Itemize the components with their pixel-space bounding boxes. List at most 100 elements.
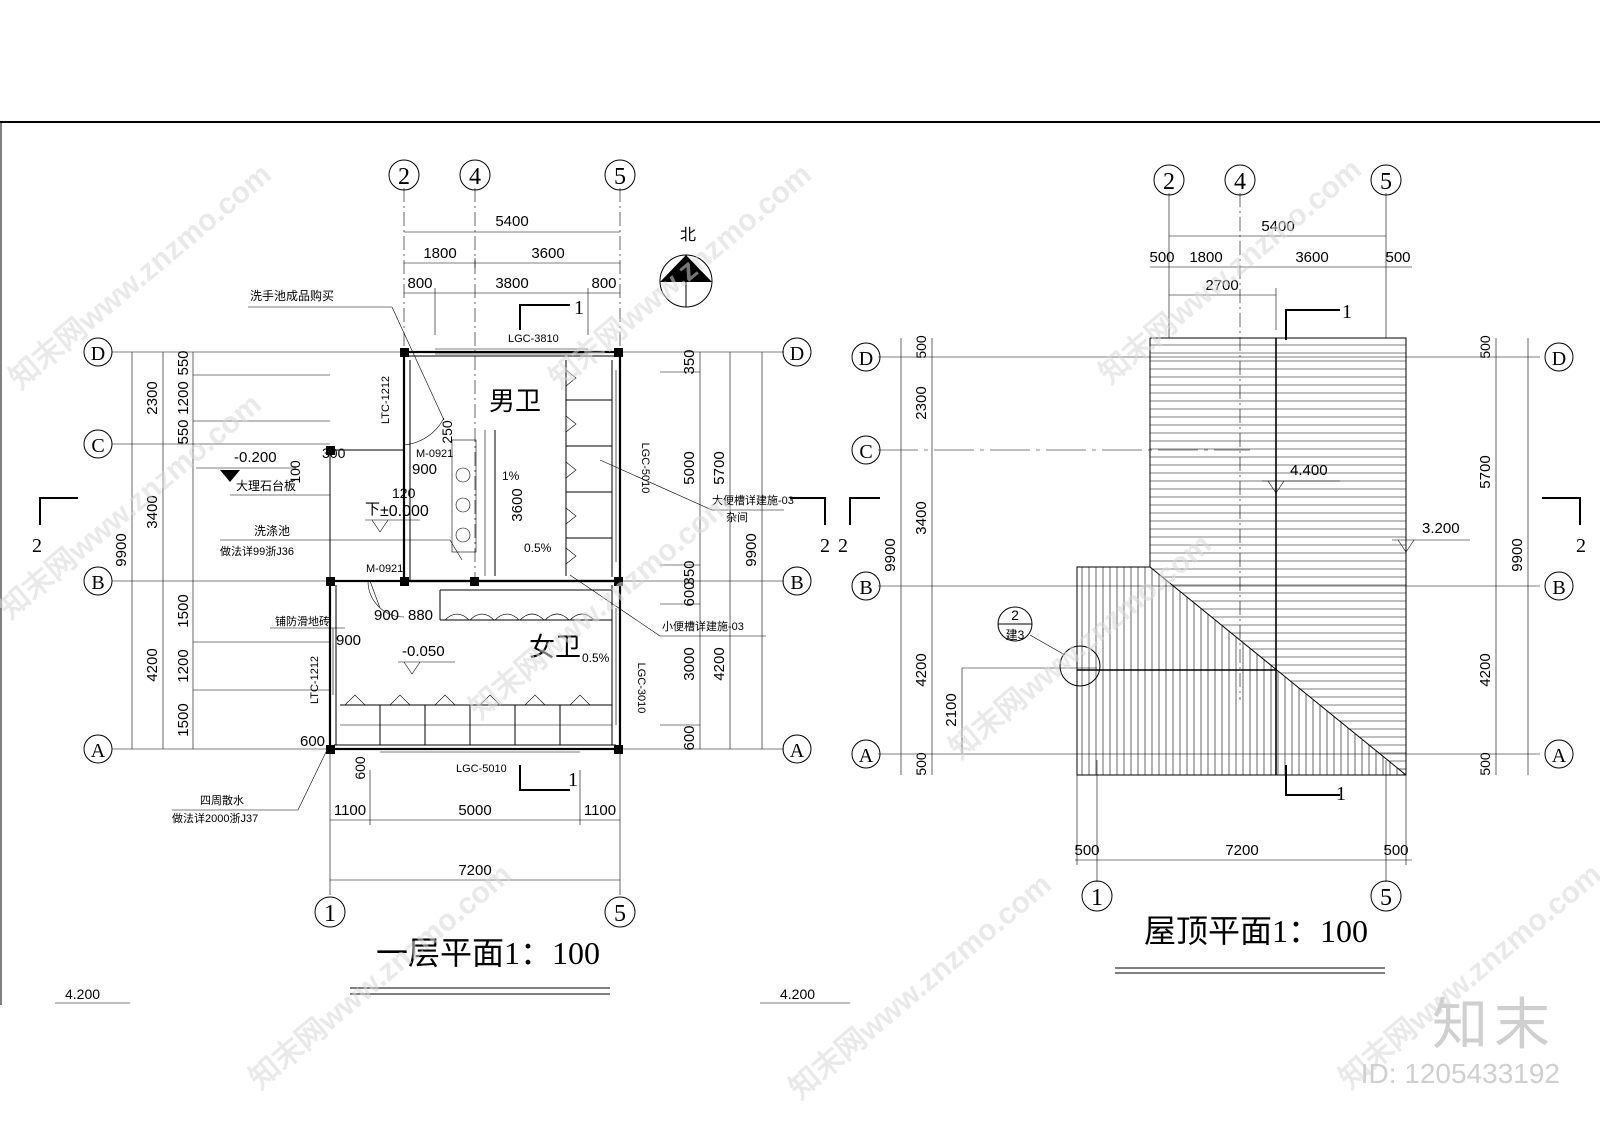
elev-minus-200: -0.200 <box>234 449 277 466</box>
roof-dim-5400: 5400 <box>1261 218 1294 235</box>
brand-logo: 知末 <box>1432 993 1556 1056</box>
label-apron-ref: 做法详2000浙J37 <box>172 811 258 825</box>
dim-600-apron: 600 <box>352 756 368 780</box>
ground-floor-plan: 2 4 5 1 5 D C B A D B A <box>32 159 850 1004</box>
grid-bubbles-top-right: 2 4 5 <box>1153 164 1402 196</box>
dim-900b: 900 <box>374 607 399 624</box>
detail-num: 2 <box>1011 607 1019 623</box>
roof-grid-D: D <box>859 348 873 370</box>
roof-grid-label-2: 2 <box>1163 169 1175 195</box>
dim-600a: 600 <box>681 581 698 606</box>
roof-dim-500-br: 500 <box>1383 842 1408 859</box>
dim-350a: 350 <box>681 349 698 374</box>
roof-grid-A: A <box>859 745 874 767</box>
grid-label-5-bottom: 5 <box>614 901 626 927</box>
label-door-m1: M-0921 <box>416 448 453 460</box>
roof-dim-500-bl: 500 <box>1074 842 1099 859</box>
dim-9900: 9900 <box>113 533 130 566</box>
grid-label-D: D <box>91 343 105 365</box>
roof-grid-label-1: 1 <box>1091 885 1103 911</box>
grid-label-2: 2 <box>398 164 410 190</box>
dim-2300: 2300 <box>144 381 161 414</box>
dim-5400: 5400 <box>495 213 528 230</box>
grid-lines-right <box>878 193 1540 882</box>
roof-dim-5700: 5700 <box>1477 455 1494 488</box>
dim-120: 120 <box>392 485 416 501</box>
dim-7200: 7200 <box>458 862 491 879</box>
roof-dimensions-left: 500 2300 3400 9900 4200 2100 500 <box>882 335 1097 776</box>
grid-bubbles-side-left: D C B A D B A <box>83 337 812 764</box>
label-mop-sink: 洗涤池 <box>254 524 290 538</box>
room-men: 男卫 <box>489 386 541 416</box>
grid-label-B: B <box>91 572 104 594</box>
annotations-left: 洗手池成品购买 LGC-3810 LTC-1212 LTC-1212 LGC-5… <box>172 288 794 825</box>
dim-300: 300 <box>322 445 346 461</box>
windows-left <box>332 348 617 753</box>
dim-600-corner: 600 <box>300 733 325 750</box>
label-lgc-right-upper: LGC-5010 <box>639 443 651 494</box>
roof-grid-A-right: A <box>1552 745 1567 767</box>
title-block-right: 屋顶平面1：100 <box>1115 913 1385 974</box>
dim-800b: 800 <box>591 275 616 292</box>
label-floor-tile: 铺防滑地砖 <box>275 614 330 628</box>
detail-sheet: 建3 <box>1006 628 1025 642</box>
grid-label-D-right: D <box>790 343 804 365</box>
dim-250: 250 <box>439 420 455 444</box>
label-ltc-upper: LTC-1212 <box>380 376 392 424</box>
grid-label-B-right: B <box>790 572 803 594</box>
roof-hatch <box>1081 344 1406 775</box>
dim-3600-vert: 3600 <box>509 488 526 521</box>
roof-plan: 2 4 5 1 5 D C B A D B A 5400 500 1800 36… <box>838 164 1586 974</box>
grid-bubbles-side-right: D C B A D B A <box>851 342 1574 769</box>
label-slope-3: 0.5% <box>582 651 610 665</box>
roof-section-2-right: 2 <box>1576 535 1586 557</box>
dim-3400: 3400 <box>144 495 161 528</box>
elev-label-bottom-left: 4.200 <box>65 986 100 1002</box>
dim-3600: 3600 <box>531 245 564 262</box>
elev-minus-050: -0.050 <box>402 643 445 660</box>
dim-100: 100 <box>287 460 303 484</box>
grid-label-4: 4 <box>469 164 481 190</box>
grid-bubbles-bottom-right: 1 5 <box>1081 880 1402 912</box>
elev-zero: ±0.000 <box>380 503 429 520</box>
roof-elevations: 4.400 3.200 <box>1262 462 1470 553</box>
watermark-8: 知末网www.znzmo.com <box>783 868 1057 1106</box>
roof-grid-C: C <box>859 441 872 463</box>
dim-1800: 1800 <box>423 245 456 262</box>
roof-grid-B-right: B <box>1552 577 1565 599</box>
roof-grid-label-5-bottom: 5 <box>1380 885 1392 911</box>
roof-dim-4200: 4200 <box>913 653 930 686</box>
roof-grid-label-4: 4 <box>1234 169 1246 195</box>
elev-label-bottom-mid: 4.200 <box>780 986 815 1002</box>
label-apron: 四周散水 <box>200 793 244 807</box>
section-cuts-left: 1 1 2 2 <box>32 297 830 791</box>
image-id: ID: 1205433192 <box>1360 1058 1560 1089</box>
roof-dim-9900: 9900 <box>882 538 899 571</box>
grid-bubbles-bottom-left: 1 5 <box>314 896 636 928</box>
roof-dim-1800: 1800 <box>1189 249 1222 266</box>
watermark-1: 知末网www.znzmo.com <box>3 158 277 396</box>
roof-dim-9900-right: 9900 <box>1509 538 1526 571</box>
roof-dim-500-left-bottom: 500 <box>913 752 929 776</box>
sheet-frame <box>0 121 1600 1005</box>
grid-label-A: A <box>91 740 106 762</box>
watermark-7: 知末网www.znzmo.com <box>243 858 517 1096</box>
dim-350b: 350 <box>681 560 698 585</box>
label-down: 下 <box>365 501 380 518</box>
label-slope-2: 0.5% <box>524 541 552 555</box>
roof-dim-3400: 3400 <box>913 501 930 534</box>
watermark-3: 知末网www.znzmo.com <box>1093 153 1367 391</box>
grid-label-A-right: A <box>790 740 805 762</box>
roof-outline <box>1076 337 1407 776</box>
dim-550b: 550 <box>175 419 192 444</box>
section-1-bottom: 1 <box>568 769 578 791</box>
title-block-left: 一层平面1：100 4.200 4.200 <box>55 935 850 1004</box>
plan-title-right: 屋顶平面1：100 <box>1144 913 1368 949</box>
dim-880: 880 <box>408 607 433 624</box>
room-women: 女卫 <box>529 632 581 662</box>
walls-left <box>326 348 623 754</box>
label-door-m2: M-0921 <box>366 563 403 575</box>
label-lgc-top: LGC-3810 <box>508 333 559 345</box>
plan-title-left: 一层平面1：100 <box>376 935 600 971</box>
